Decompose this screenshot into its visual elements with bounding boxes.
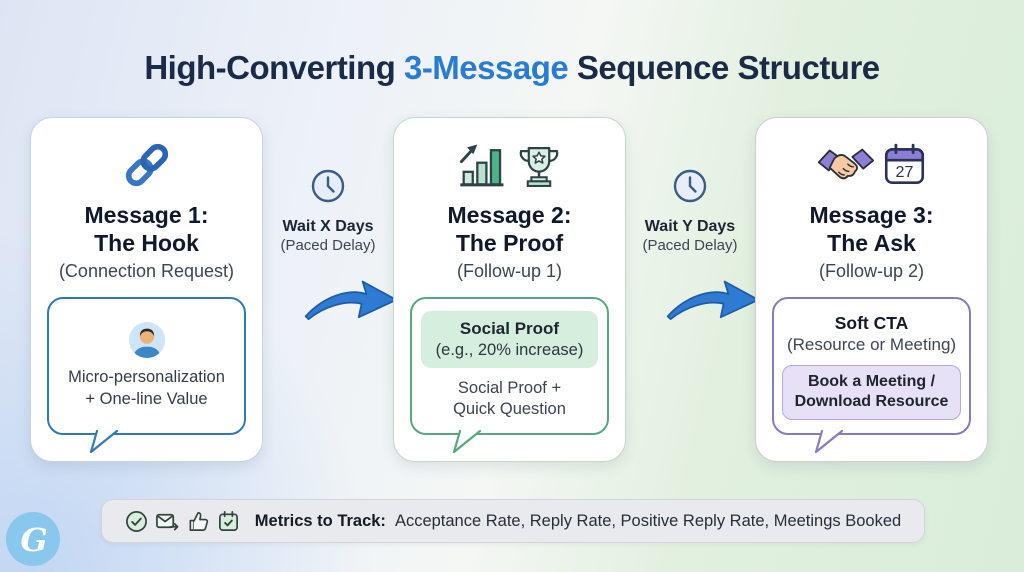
- card3-title-line1: Message 3:: [809, 202, 934, 228]
- cta-button-line2: Download Resource: [794, 393, 949, 411]
- clock-icon: [673, 169, 707, 203]
- delay-label-2: (Paced Delay): [642, 237, 738, 254]
- metrics-label: Metrics to Track:: [254, 511, 386, 530]
- card3-speech-bubble: Soft CTA (Resource or Meeting) Book a Me…: [772, 297, 971, 454]
- card1-bubble-text: Micro-personalization + One-line Value: [68, 367, 225, 411]
- wait-label-2: Wait Y Days: [644, 218, 736, 235]
- social-proof-pill: Social Proof (e.g., 20% increase): [421, 311, 598, 368]
- card2-title-line1: Message 2:: [447, 202, 572, 228]
- send-mail-icon: [155, 513, 179, 531]
- check-circle-icon: [125, 510, 147, 532]
- title-post: Sequence Structure: [568, 49, 880, 87]
- link-icon: [125, 143, 168, 187]
- calendar-check-icon: [218, 510, 238, 531]
- bubble-tail-icon: [452, 430, 482, 454]
- card2-title-line2: The Proof: [455, 230, 564, 257]
- message-card-3: 27 Message 3: The Ask (Follow-up 2) Soft…: [755, 117, 988, 462]
- card3-subtitle: (Follow-up 2): [818, 261, 925, 282]
- calendar-day: 27: [896, 163, 914, 181]
- wait-label-1: Wait X Days: [282, 218, 374, 235]
- book-meeting-button: Book a Meeting / Download Resource: [781, 364, 962, 420]
- handshake-icon: [817, 148, 875, 180]
- title-pre: High-Converting: [144, 49, 404, 87]
- card1-speech-bubble: Micro-personalization + One-line Value: [47, 297, 246, 454]
- card2-title: Message 2: The Proof: [447, 201, 571, 257]
- pill-subtitle: (e.g., 20% increase): [435, 340, 584, 359]
- card2-bubble-line1: Social Proof +: [457, 378, 562, 397]
- card1-title-line1: Message 1:: [84, 202, 209, 228]
- growth-chart-icon: [459, 144, 503, 187]
- bubble-tail-icon: [89, 430, 119, 454]
- card3-title-line2: The Ask: [827, 230, 916, 257]
- logo-glyph: G: [20, 521, 47, 559]
- card1-bubble-line1: Micro-personalization: [68, 368, 225, 387]
- brand-logo: G: [6, 512, 60, 566]
- pill-title: Social Proof: [459, 319, 560, 339]
- avatar: [128, 322, 165, 359]
- bubble-tail-icon: [814, 430, 844, 454]
- card1-title: Message 1: The Hook: [84, 201, 208, 257]
- card2-bubble-line2: Quick Question: [453, 400, 566, 419]
- card2-icon-row: [458, 136, 562, 194]
- card1-title-line2: The Hook: [94, 230, 199, 257]
- thumbs-up-icon: [189, 511, 208, 531]
- metrics-text: Acceptance Rate, Reply Rate, Positive Re…: [394, 511, 902, 530]
- card3-icon-row: 27: [817, 136, 926, 194]
- trophy-icon: [519, 146, 558, 187]
- card1-bubble-line2: + One-line Value: [85, 390, 208, 409]
- card3-title: Message 3: The Ask: [809, 201, 933, 257]
- message-card-1: Message 1: The Hook (Connection Request)…: [30, 117, 263, 462]
- metrics-bar: Metrics to Track: Acceptance Rate, Reply…: [101, 499, 925, 543]
- delay-label-1: (Paced Delay): [280, 237, 376, 254]
- page-title: High-Converting 3-Message Sequence Struc…: [0, 49, 1024, 87]
- arrow-right-icon: [304, 280, 398, 321]
- cta-subtitle: (Resource or Meeting): [786, 334, 957, 354]
- card2-bubble-text: Social Proof + Quick Question: [453, 378, 566, 421]
- card2-speech-bubble: Social Proof (e.g., 20% increase) Social…: [410, 297, 609, 454]
- cta-button-line1: Book a Meeting /: [807, 372, 936, 390]
- connector-1: Wait X Days (Paced Delay): [263, 168, 398, 321]
- card1-icon-row: [119, 136, 175, 194]
- title-highlight: 3-Message: [403, 49, 569, 87]
- cta-title: Soft CTA: [834, 312, 909, 333]
- card1-subtitle: (Connection Request): [58, 261, 235, 282]
- arrow-right-icon: [666, 280, 760, 321]
- connector-2: Wait Y Days (Paced Delay): [625, 168, 760, 321]
- message-card-2: Message 2: The Proof (Follow-up 1) Socia…: [393, 117, 626, 462]
- clock-icon: [311, 169, 345, 203]
- card2-subtitle: (Follow-up 1): [456, 261, 563, 282]
- calendar-icon: 27: [884, 143, 925, 184]
